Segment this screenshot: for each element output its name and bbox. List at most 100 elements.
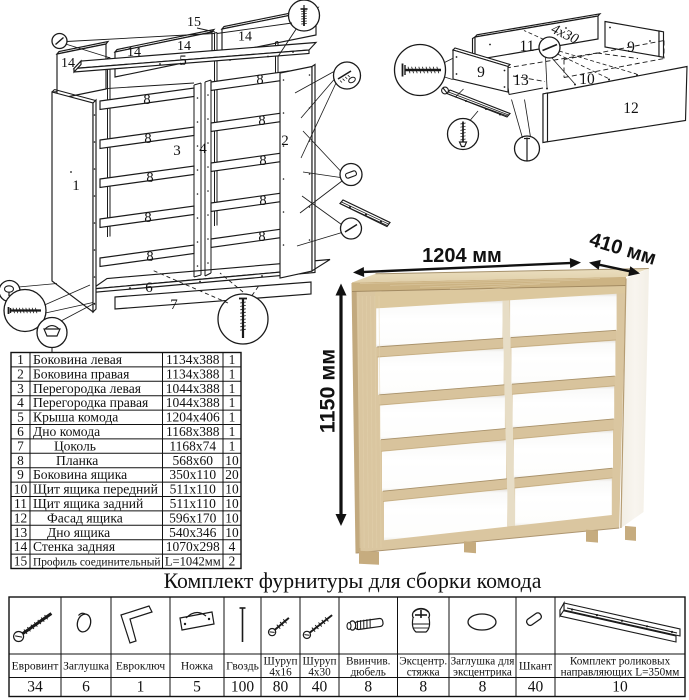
svg-text:Гвоздь: Гвоздь [226, 661, 259, 673]
svg-text:10: 10 [225, 482, 239, 497]
svg-text:6: 6 [145, 280, 153, 296]
svg-text:1134х388: 1134х388 [166, 352, 220, 367]
svg-text:1: 1 [229, 352, 236, 367]
svg-text:13: 13 [513, 72, 529, 89]
svg-text:4х16: 4х16 [269, 667, 292, 679]
svg-text:3: 3 [173, 143, 181, 159]
svg-text:Евроключ: Евроключ [116, 661, 165, 673]
svg-text:дюбель: дюбель [351, 667, 386, 679]
svg-text:8: 8 [17, 453, 24, 468]
svg-text:5: 5 [193, 679, 201, 696]
svg-text:1204 мм: 1204 мм [422, 245, 502, 267]
svg-text:1044х388: 1044х388 [166, 381, 220, 396]
svg-text:10: 10 [612, 679, 628, 696]
svg-text:Дно комода: Дно комода [33, 424, 100, 439]
svg-text:10: 10 [225, 453, 239, 468]
svg-text:80: 80 [273, 679, 289, 696]
svg-text:Дно ящика: Дно ящика [47, 525, 110, 540]
svg-text:Шуруп: Шуруп [303, 656, 337, 668]
svg-text:направляющих L=350мм: направляющих L=350мм [561, 667, 680, 679]
svg-text:8: 8 [259, 153, 266, 169]
svg-text:10: 10 [225, 510, 239, 525]
svg-text:Ножка: Ножка [181, 661, 213, 673]
svg-text:Боковина правая: Боковина правая [33, 366, 129, 381]
svg-text:Планка: Планка [56, 453, 98, 468]
svg-text:5: 5 [179, 53, 187, 69]
svg-text:4: 4 [229, 539, 236, 554]
svg-text:14: 14 [238, 30, 252, 45]
svg-text:1204х406: 1204х406 [166, 410, 220, 425]
svg-text:8: 8 [256, 72, 263, 88]
svg-text:1: 1 [229, 410, 236, 425]
svg-text:Цоколь: Цоколь [54, 438, 96, 453]
svg-text:10: 10 [14, 482, 28, 497]
svg-text:3: 3 [17, 381, 24, 396]
svg-text:568х60: 568х60 [173, 453, 214, 468]
svg-text:8: 8 [258, 229, 265, 245]
svg-text:4: 4 [199, 141, 207, 157]
svg-text:7: 7 [17, 438, 24, 453]
svg-text:1: 1 [229, 366, 236, 381]
svg-text:стяжка: стяжка [407, 667, 440, 679]
svg-text:1: 1 [229, 381, 236, 396]
svg-text:Перегородка левая: Перегородка левая [33, 381, 141, 396]
svg-text:Евровинт: Евровинт [12, 661, 59, 673]
svg-text:Щит ящика задний: Щит ящика задний [33, 496, 143, 511]
svg-text:1070х298: 1070х298 [166, 539, 220, 554]
svg-text:Шуруп: Шуруп [264, 656, 298, 668]
svg-text:1: 1 [137, 679, 145, 696]
svg-text:8: 8 [258, 113, 265, 129]
svg-text:Комплект фурнитуры для сборки: Комплект фурнитуры для сборки комода [164, 569, 542, 593]
svg-text:14: 14 [61, 56, 75, 71]
svg-text:100: 100 [231, 679, 255, 696]
svg-text:8: 8 [146, 249, 153, 265]
svg-text:12: 12 [623, 100, 639, 117]
svg-text:2: 2 [17, 366, 24, 381]
svg-text:34: 34 [27, 679, 43, 696]
svg-text:596х170: 596х170 [169, 510, 217, 525]
svg-text:8: 8 [364, 679, 372, 696]
svg-text:Перегородка правая: Перегородка правая [33, 395, 148, 410]
svg-text:14: 14 [14, 539, 28, 554]
svg-text:L=1042мм: L=1042мм [165, 555, 221, 569]
svg-text:8: 8 [144, 210, 151, 226]
svg-text:40: 40 [312, 679, 328, 696]
svg-text:1168х74: 1168х74 [169, 438, 216, 453]
svg-text:8: 8 [143, 92, 150, 108]
svg-text:10: 10 [225, 496, 239, 511]
svg-text:Шкант: Шкант [519, 661, 552, 673]
svg-text:8: 8 [479, 679, 487, 696]
svg-text:Боковина левая: Боковина левая [33, 352, 122, 367]
svg-text:Боковина ящика: Боковина ящика [33, 467, 127, 482]
svg-text:14: 14 [127, 45, 141, 60]
svg-text:8: 8 [144, 131, 151, 147]
svg-text:15: 15 [187, 15, 201, 30]
svg-text:4х30: 4х30 [308, 667, 331, 679]
svg-text:Фасад ящика: Фасад ящика [47, 510, 123, 525]
svg-text:9: 9 [17, 467, 24, 482]
svg-text:11: 11 [14, 496, 27, 511]
svg-text:350х110: 350х110 [169, 467, 216, 482]
svg-text:1: 1 [17, 352, 24, 367]
svg-text:Заглушка: Заглушка [63, 661, 109, 673]
svg-text:Эксцентр.: Эксцентр. [399, 656, 447, 668]
svg-text:12: 12 [14, 510, 27, 525]
svg-text:Стенка задняя: Стенка задняя [33, 539, 115, 554]
svg-text:6: 6 [17, 424, 24, 439]
svg-text:1168х388: 1168х388 [166, 424, 220, 439]
svg-text:2: 2 [281, 133, 289, 149]
svg-text:1: 1 [72, 178, 80, 194]
svg-text:40: 40 [528, 679, 544, 696]
svg-text:511х110: 511х110 [170, 496, 216, 511]
svg-text:Ввинчив.: Ввинчив. [346, 656, 391, 668]
svg-text:540х346: 540х346 [169, 525, 217, 540]
svg-text:7: 7 [170, 297, 178, 313]
svg-text:Заглушка для: Заглушка для [451, 656, 515, 668]
svg-text:1: 1 [229, 395, 236, 410]
svg-text:Крыша комода: Крыша комода [33, 410, 118, 425]
svg-text:2: 2 [229, 554, 236, 569]
svg-text:Комплект роликовых: Комплект роликовых [570, 656, 671, 668]
svg-text:8: 8 [419, 679, 427, 696]
svg-text:Профиль соединительный: Профиль соединительный [33, 557, 160, 569]
svg-text:эксцентрика: эксцентрика [453, 667, 512, 679]
